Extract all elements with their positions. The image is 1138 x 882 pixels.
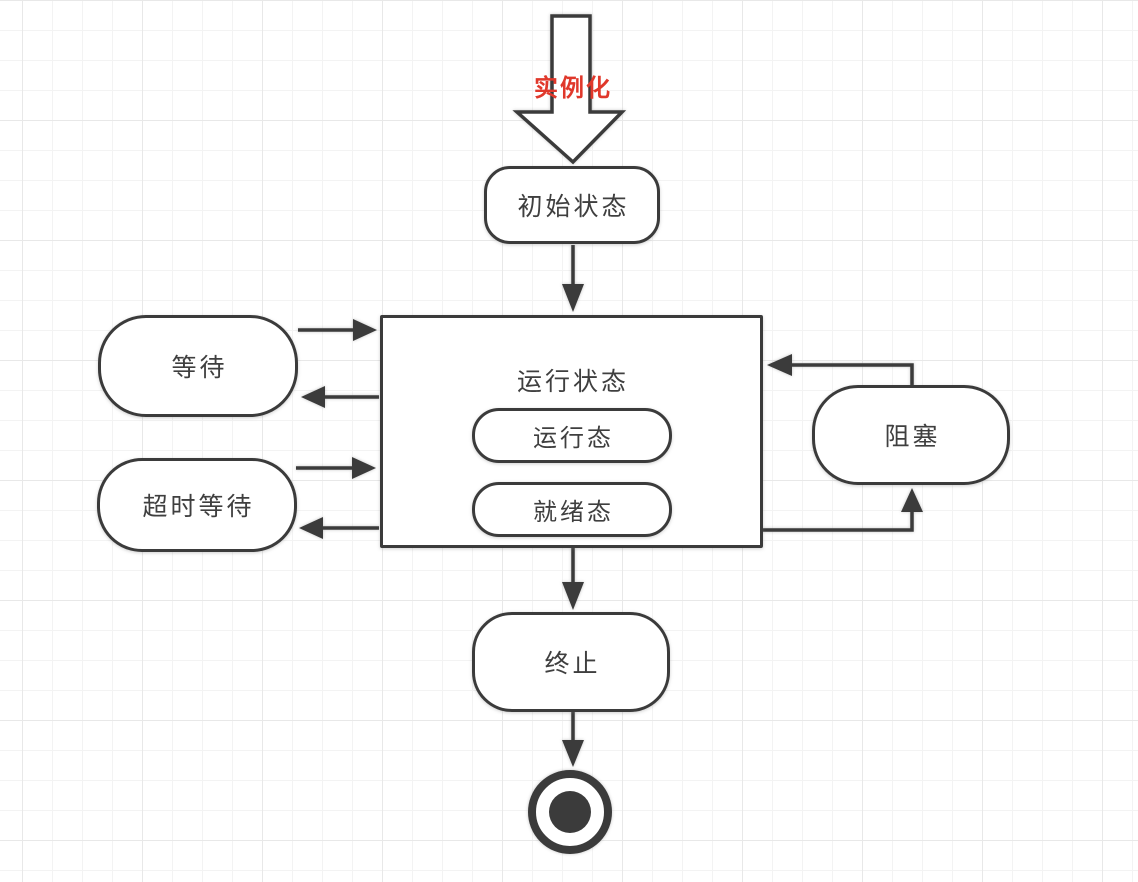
connector-running-to-waiting xyxy=(301,386,379,408)
node-initial-state: 初始状态 xyxy=(484,166,660,244)
connector-waiting-to-running xyxy=(298,319,377,341)
node-initial-state-label: 初始状态 xyxy=(517,193,630,221)
node-waiting-state: 等待 xyxy=(98,315,298,417)
connector-timed-waiting-to-running xyxy=(296,457,376,479)
node-running-substate: 运行态 xyxy=(472,408,672,463)
connector-running-to-timed-waiting xyxy=(299,517,379,539)
instantiation-arrow-icon xyxy=(512,14,627,165)
node-terminated-state-label: 终止 xyxy=(544,650,601,678)
node-terminated-state: 终止 xyxy=(472,612,670,712)
connector-terminated-to-end xyxy=(562,711,584,767)
node-blocked-state-label: 阻塞 xyxy=(884,423,941,451)
node-running-state-label: 运行状态 xyxy=(516,368,629,396)
end-state-icon xyxy=(528,770,612,854)
node-waiting-state-label: 等待 xyxy=(171,354,228,382)
connector-running-to-terminated xyxy=(562,547,584,610)
node-ready-substate-label: 就绪态 xyxy=(533,499,614,526)
connector-initial-to-running xyxy=(562,245,584,312)
node-running-substate-label: 运行态 xyxy=(533,425,614,452)
connector-running-to-blocked xyxy=(762,488,923,532)
instantiation-label: 实例化 xyxy=(534,75,612,102)
connector-blocked-to-running xyxy=(767,354,914,386)
node-timed-waiting-state: 超时等待 xyxy=(97,458,297,552)
node-blocked-state: 阻塞 xyxy=(812,385,1010,485)
node-ready-substate: 就绪态 xyxy=(472,482,672,537)
node-timed-waiting-state-label: 超时等待 xyxy=(142,493,255,521)
